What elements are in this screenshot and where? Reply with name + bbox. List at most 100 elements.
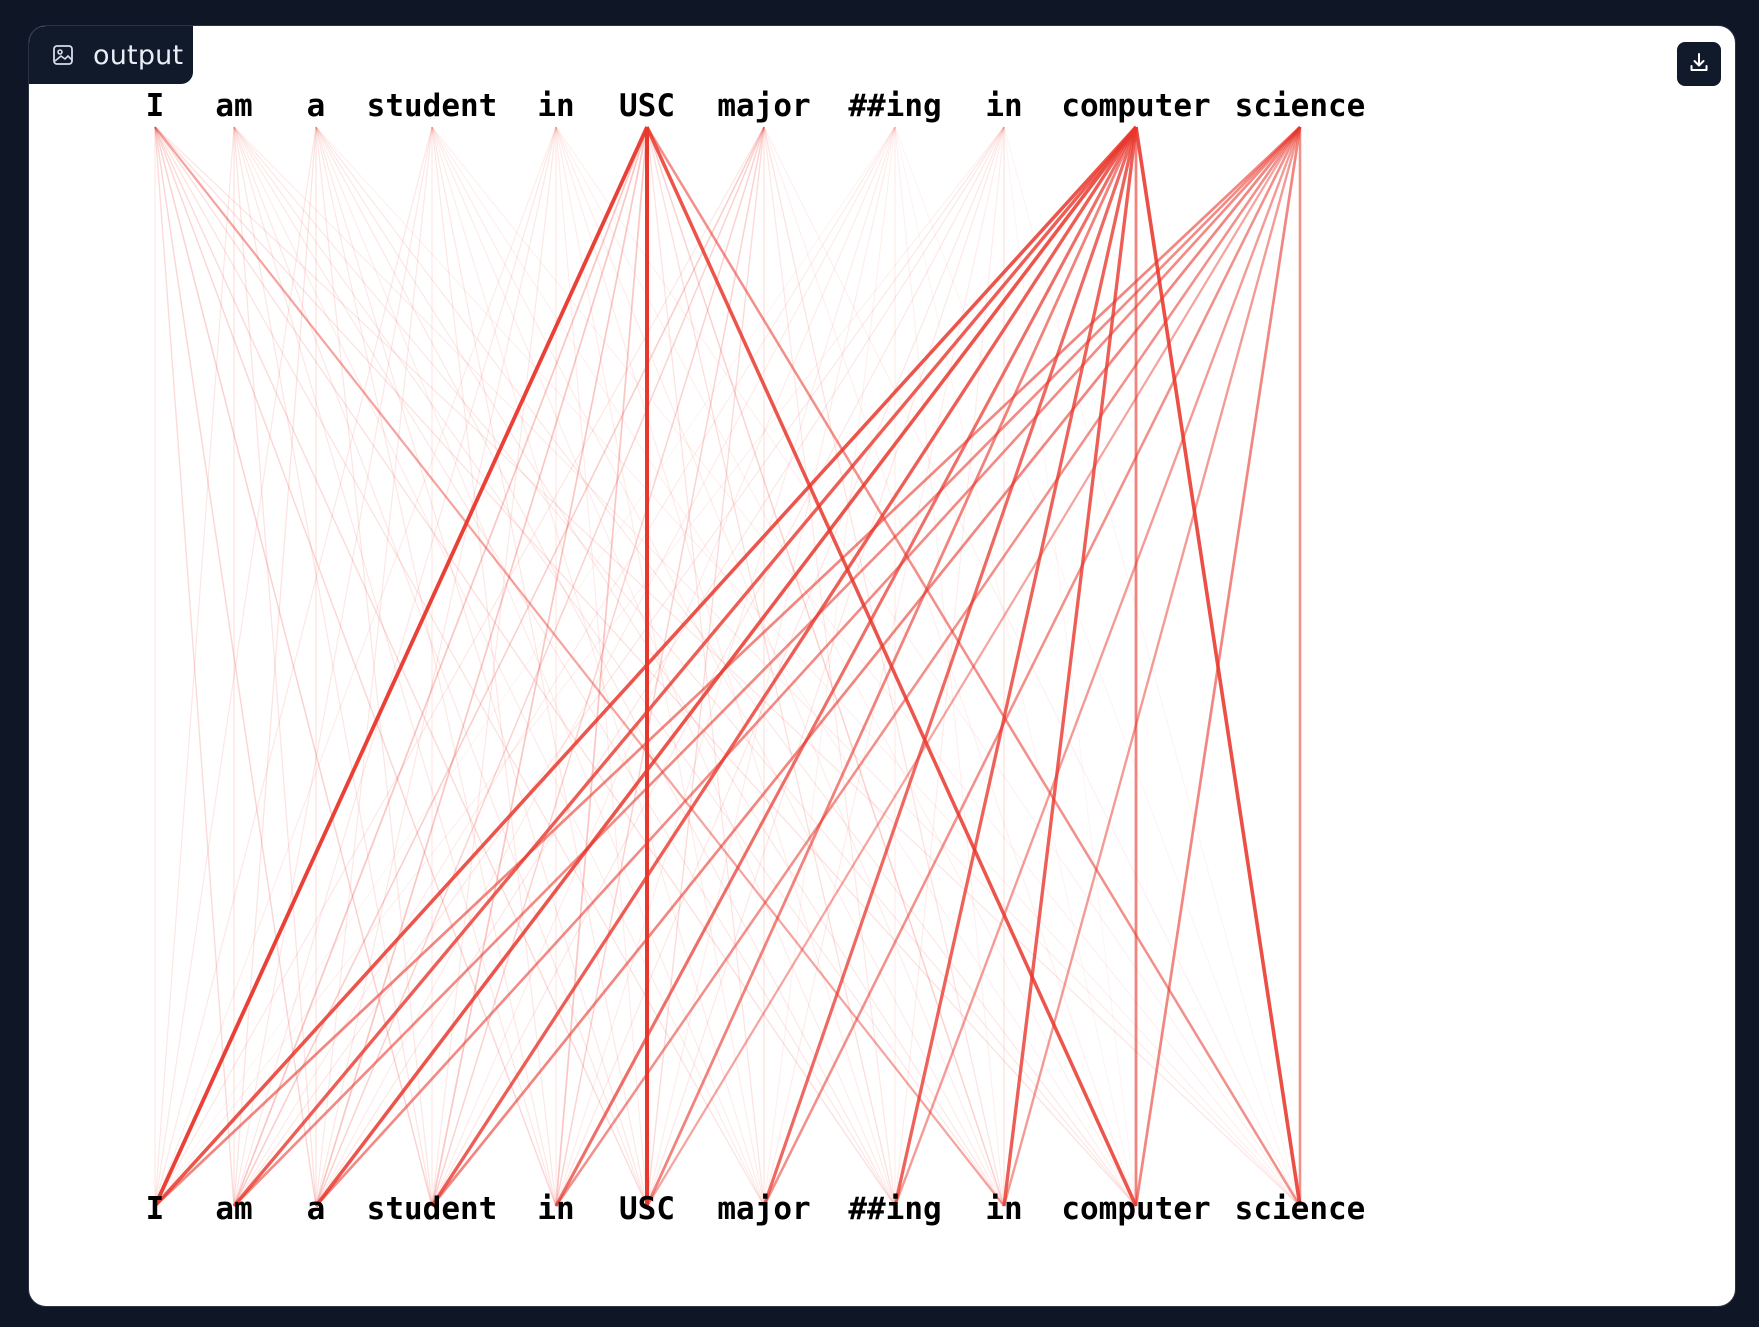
- attention-line-0-4: [154, 126, 557, 1207]
- attention-line-4-0: [154, 126, 557, 1207]
- top-token-in-8: in: [985, 88, 1022, 124]
- attention-line-6-5: [646, 126, 765, 1207]
- attention-line-3-7: [431, 126, 896, 1207]
- attention-line-5-4: [555, 126, 648, 1207]
- bottom-token-major-6: major: [717, 1191, 810, 1227]
- attention-line-1-0: [154, 126, 235, 1207]
- bottom-token-student-3: student: [367, 1191, 498, 1227]
- attention-line-1-8: [233, 126, 1005, 1207]
- attention-line-3-4: [431, 126, 557, 1207]
- attention-line-1-3: [233, 126, 433, 1207]
- attention-line-5-10: [645, 126, 1302, 1207]
- attention-line-6-7: [763, 126, 896, 1207]
- top-token-ing-7: ##ing: [848, 88, 941, 124]
- attention-line-7-6: [763, 126, 896, 1207]
- attention-line-2-4: [315, 126, 557, 1207]
- attention-line-10-0: [154, 126, 1301, 1207]
- attention-line-3-8: [431, 126, 1005, 1207]
- download-icon: [1688, 51, 1710, 77]
- attention-lines: [153, 125, 1302, 1208]
- attention-line-6-0: [154, 126, 765, 1207]
- attention-line-5-1: [233, 126, 648, 1207]
- attention-line-6-2: [315, 126, 765, 1207]
- attention-line-10-9: [1134, 126, 1302, 1207]
- attention-line-6-3: [431, 126, 765, 1207]
- attention-line-4-5: [555, 126, 648, 1207]
- top-token-usc-5: USC: [619, 88, 675, 124]
- attention-line-10-3: [430, 126, 1302, 1207]
- attention-line-5-0: [153, 126, 649, 1207]
- attention-line-9-7: [893, 126, 1138, 1207]
- attention-line-1-4: [233, 126, 557, 1207]
- attention-line-0-8: [154, 126, 1005, 1207]
- attention-line-8-2: [315, 126, 1005, 1207]
- attention-line-10-4: [554, 126, 1302, 1207]
- attention-line-2-7: [315, 126, 896, 1207]
- attention-line-4-1: [233, 126, 557, 1207]
- attention-line-6-1: [233, 126, 765, 1207]
- attention-line-8-5: [646, 126, 1005, 1207]
- output-tab[interactable]: output: [29, 26, 193, 84]
- attention-line-5-8: [646, 126, 1005, 1207]
- attention-line-5-2: [315, 126, 648, 1207]
- top-token-a-2: a: [307, 88, 326, 124]
- attention-line-2-1: [233, 126, 317, 1207]
- attention-line-3-1: [233, 126, 433, 1207]
- attention-line-5-3: [431, 126, 648, 1207]
- attention-line-9-0: [153, 125, 1138, 1208]
- attention-line-9-1: [232, 125, 1138, 1208]
- attention-line-1-2: [233, 126, 317, 1207]
- attention-line-10-6: [762, 126, 1302, 1207]
- top-token-in-4: in: [537, 88, 574, 124]
- attention-line-6-4: [555, 126, 765, 1207]
- image-icon: [51, 43, 75, 67]
- attention-line-9-5: [645, 126, 1138, 1207]
- attention-line-7-5: [646, 126, 896, 1207]
- attention-line-10-2: [315, 126, 1301, 1207]
- attention-line-8-4: [555, 126, 1005, 1207]
- bottom-token-usc-5: USC: [619, 1191, 675, 1227]
- top-token-science-10: science: [1235, 88, 1366, 124]
- attention-line-0-2: [154, 126, 317, 1207]
- attention-line-8-3: [431, 126, 1005, 1207]
- attention-line-0-6: [154, 126, 765, 1207]
- top-token-computer-9: computer: [1061, 88, 1210, 124]
- attention-line-8-1: [233, 126, 1005, 1207]
- attention-line-5-6: [646, 126, 765, 1207]
- attention-line-2-8: [315, 126, 1005, 1207]
- bottom-token-a-2: a: [307, 1191, 326, 1227]
- top-token-i-0: I: [146, 88, 165, 124]
- bottom-token-computer-9: computer: [1061, 1191, 1210, 1227]
- top-token-major-6: major: [717, 88, 810, 124]
- attention-line-10-7: [893, 126, 1302, 1207]
- attention-line-3-5: [431, 126, 648, 1207]
- attention-line-1-7: [233, 126, 896, 1207]
- attention-line-7-0: [154, 126, 896, 1207]
- attention-line-10-1: [233, 126, 1301, 1207]
- attention-line-6-8: [763, 126, 1005, 1207]
- attention-line-1-6: [233, 126, 765, 1207]
- attention-line-9-6: [762, 126, 1138, 1207]
- attention-line-9-8: [1002, 126, 1138, 1207]
- bottom-token-in-4: in: [537, 1191, 574, 1227]
- attention-line-2-6: [315, 126, 765, 1207]
- download-button[interactable]: [1677, 42, 1721, 86]
- bottom-token-in-8: in: [985, 1191, 1022, 1227]
- bottom-token-i-0: I: [146, 1191, 165, 1227]
- attention-line-7-3: [431, 126, 896, 1207]
- attention-line-8-6: [763, 126, 1005, 1207]
- output-tab-label: output: [93, 39, 184, 71]
- top-token-am-1: am: [215, 88, 252, 124]
- attention-line-10-5: [646, 126, 1301, 1207]
- attention-line-3-6: [431, 126, 765, 1207]
- attention-line-4-2: [315, 126, 557, 1207]
- attention-line-0-7: [154, 126, 896, 1207]
- attention-line-9-4: [554, 126, 1138, 1207]
- attention-line-10-8: [1002, 126, 1302, 1207]
- attention-line-0-1: [154, 126, 235, 1207]
- bottom-token-am-1: am: [215, 1191, 252, 1227]
